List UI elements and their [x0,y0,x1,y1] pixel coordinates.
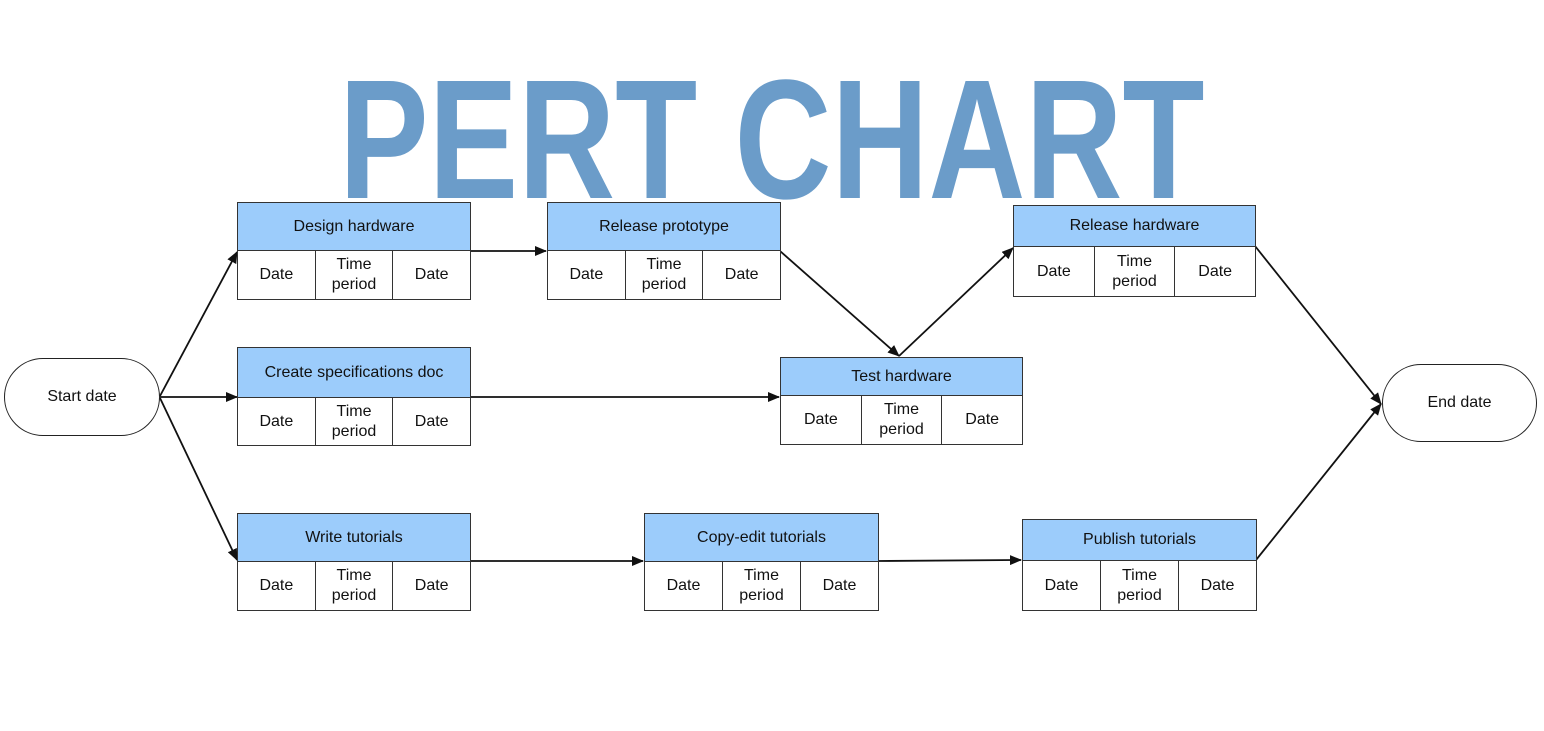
start-date-cell: Date [259,412,294,430]
start-date-cell: Date [803,411,838,428]
arrow-release-proto-test [779,250,900,357]
end-date-cell: Date [392,398,470,445]
task-title: Copy-edit tutorials [645,514,878,562]
task-title: Design hardware [238,203,470,251]
end-date-cell: Date [1174,247,1255,296]
task-title: Test hardware [781,358,1022,396]
end-date-cell: Date [1178,561,1256,610]
arrow-start-write [159,397,238,561]
task-title: Write tutorials [238,514,470,562]
end-date-cell: Date [392,562,470,610]
start-date-cell: Date [1044,576,1079,594]
start-date-cell: Date [569,266,604,283]
arrow-copyedit-publish [877,555,1022,566]
arrow-release-hw-end [1254,245,1382,405]
end-date-cell: Date [800,562,878,610]
arrow-test-release-hw [898,247,1014,357]
end-date-cell: Date [392,251,470,299]
end-date-cell: Date [702,251,780,299]
start-date-cell: Date [666,577,701,594]
task-title: Publish tutorials [1023,520,1256,561]
end-date-cell: Date [941,396,1022,444]
task-title: Release hardware [1014,206,1255,247]
start-date-cell: Date [259,577,294,594]
start-date-cell: Date [259,266,294,283]
start-date-cell: Date [1036,262,1071,280]
start-node: Start date [4,358,160,436]
task-title: Create specifications doc [238,348,470,398]
task-title: Release prototype [548,203,780,251]
arrow-publish-end [1255,403,1382,561]
arrow-start-design [159,251,238,397]
end-node: End date [1382,364,1537,442]
